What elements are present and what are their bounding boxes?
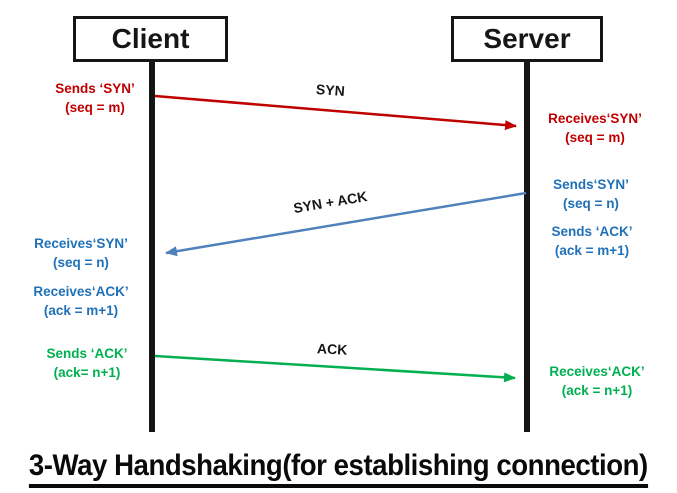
server-actor-label: Server: [483, 23, 571, 54]
note-server-receives-syn: Receives‘SYN’ (seq = m): [534, 109, 656, 147]
note-server-receives-ack: Receives‘ACK’ (ack = n+1): [533, 362, 661, 400]
note-line: (seq = m): [565, 130, 625, 145]
note-line: (seq = m): [65, 100, 125, 115]
note-line: Receives‘ACK’: [33, 284, 129, 299]
note-server-sends-ack: Sends ‘ACK’ (ack = m+1): [531, 222, 653, 260]
note-line: Sends ‘SYN’: [55, 81, 135, 96]
note-line: Sends ‘ACK’: [551, 224, 633, 239]
note-line: Receives‘ACK’: [549, 364, 645, 379]
note-line: (ack = m+1): [43, 303, 119, 318]
syn-arrow: [154, 94, 517, 131]
ack-message-label: ACK: [316, 340, 348, 358]
note-line: (ack = m+1): [554, 243, 630, 258]
note-client-sends-ack: Sends ‘ACK’ (ack= n+1): [27, 344, 147, 382]
note-client-sends-syn: Sends ‘SYN’ (seq = m): [35, 79, 155, 117]
note-line: (seq = n): [53, 255, 109, 270]
ack-arrow: [154, 354, 516, 383]
client-actor-label: Client: [111, 23, 190, 54]
diagram-title: 3-Way Handshaking(for establishing conne…: [29, 449, 648, 488]
note-line: Receives‘SYN’: [34, 236, 128, 251]
syn-message-label: SYN: [315, 81, 346, 99]
note-client-receives-syn: Receives‘SYN’ (seq = n): [21, 234, 141, 272]
server-actor-box: Server: [451, 16, 603, 62]
server-lifeline: [524, 61, 530, 432]
note-line: Sends ‘ACK’: [46, 346, 128, 361]
note-server-sends-syn: Sends‘SYN’ (seq = n): [531, 175, 651, 213]
note-line: Sends‘SYN’: [553, 177, 629, 192]
diagram-title-row: 3-Way Handshaking(for establishing conne…: [0, 449, 677, 488]
note-line: Receives‘SYN’: [548, 111, 642, 126]
note-line: (ack = n+1): [561, 383, 633, 398]
note-client-receives-ack: Receives‘ACK’ (ack = m+1): [21, 282, 141, 320]
note-line: (seq = n): [563, 196, 619, 211]
client-actor-box: Client: [73, 16, 228, 62]
client-lifeline: [149, 61, 155, 432]
note-line: (ack= n+1): [53, 365, 121, 380]
syn-ack-arrow: [165, 191, 527, 257]
